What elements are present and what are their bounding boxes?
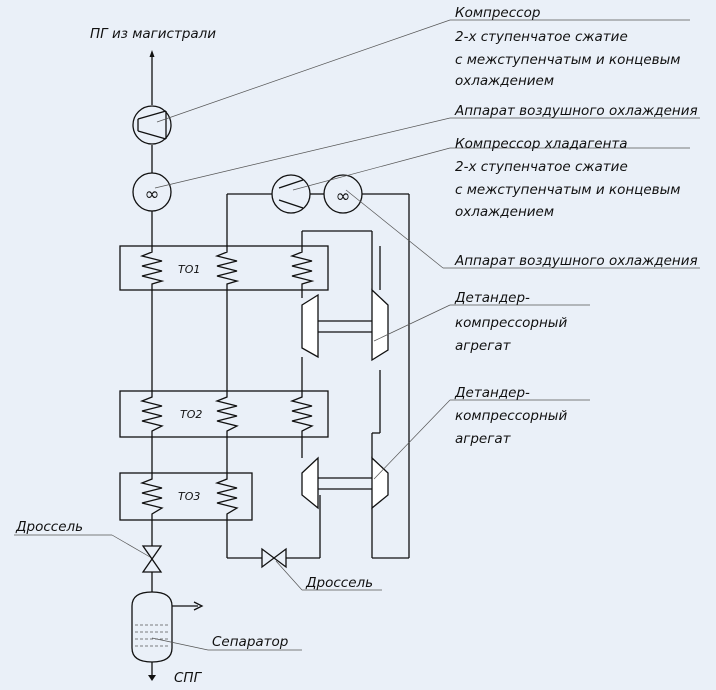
air-cooler-icon: ∞ — [132, 172, 172, 212]
throttle-1-label: Дроссель — [15, 519, 83, 535]
refrigerant-compressor-label-3: с межступенчатым и концевым — [455, 182, 680, 198]
air-cooler-1-label: Аппарат воздушного охлаждения — [454, 103, 698, 119]
separator-icon — [131, 591, 204, 681]
heat-exchanger-to1: ТО1 — [119, 245, 329, 291]
heat-exchanger-to3: ТО3 — [119, 472, 253, 521]
leader-lines — [14, 19, 700, 651]
gas-compressor-icon — [132, 105, 172, 145]
air-cooler-2-label: Аппарат воздушного охлаждения — [454, 253, 698, 269]
refrigerant-compressor-label-4: охлаждением — [455, 204, 554, 220]
refrigerant-compressor-icon — [271, 174, 311, 214]
source-label: ПГ из магистрали — [90, 26, 216, 42]
refrigerant-compressor-label-1: Компрессор хладагента — [455, 136, 628, 152]
hx3-label: ТО3 — [178, 490, 200, 503]
refrigerant-compressor-label-2: 2-х ступенчатое сжатие — [455, 159, 628, 175]
expander-1-label-3: агрегат — [455, 338, 512, 354]
compressor-label-4: охлаждением — [455, 73, 554, 89]
expander-2-label-3: агрегат — [455, 431, 512, 447]
main-gas-line — [149, 50, 155, 592]
expander-2-label-1: Детандер- — [454, 385, 530, 401]
compressor-label-2: 2-х ступенчатое сжатие — [455, 29, 628, 45]
refrigerant-lines — [226, 193, 410, 559]
svg-text:∞: ∞ — [145, 184, 160, 205]
expander-1-label-1: Детандер- — [454, 290, 530, 306]
throttle-2-label: Дроссель — [305, 575, 373, 591]
expander-compressor-2-icon — [301, 456, 389, 510]
refrigerant-air-cooler-icon: ∞ — [323, 174, 363, 214]
hx2-label: ТО2 — [180, 408, 202, 421]
heat-exchanger-coils — [139, 246, 315, 520]
separator-label: Сепаратор — [212, 634, 288, 650]
throttle-valve-1-icon — [141, 545, 163, 573]
expander-2-label-2: компрессорный — [455, 408, 567, 424]
expander-1-label-2: компрессорный — [455, 315, 567, 331]
compressor-label-1: Компрессор — [455, 5, 540, 21]
expander-compressor-1-icon — [301, 288, 389, 362]
product-label: СПГ — [174, 670, 203, 686]
compressor-label-3: с межступенчатым и концевым — [455, 52, 680, 68]
throttle-valve-2-icon — [261, 547, 287, 569]
heat-exchanger-to2: ТО2 — [119, 390, 329, 438]
hx1-label: ТО1 — [178, 263, 200, 276]
svg-text:∞: ∞ — [336, 186, 351, 207]
